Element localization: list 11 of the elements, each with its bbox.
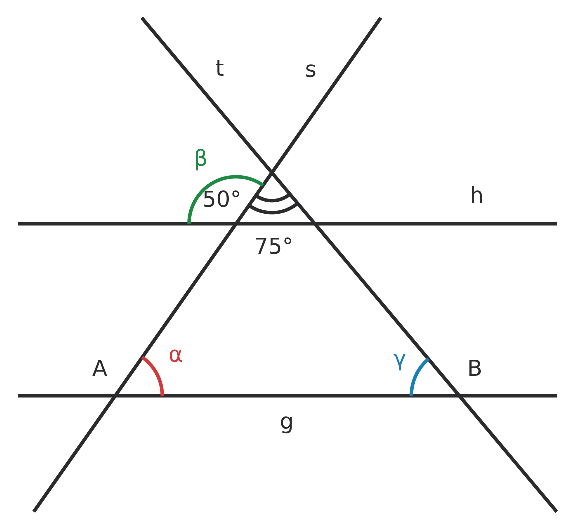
angle-measure: 50° bbox=[202, 190, 242, 212]
angle-label: β bbox=[194, 149, 208, 171]
angle-measure: 75° bbox=[254, 237, 294, 259]
point-label: B bbox=[467, 359, 483, 381]
line-label: h bbox=[470, 186, 484, 208]
angle-label: α bbox=[168, 345, 184, 367]
line-label: g bbox=[280, 412, 294, 434]
line-label: t bbox=[216, 59, 224, 81]
line-label: s bbox=[305, 60, 317, 82]
point-label: A bbox=[92, 359, 108, 381]
angle-label: γ bbox=[393, 349, 407, 371]
